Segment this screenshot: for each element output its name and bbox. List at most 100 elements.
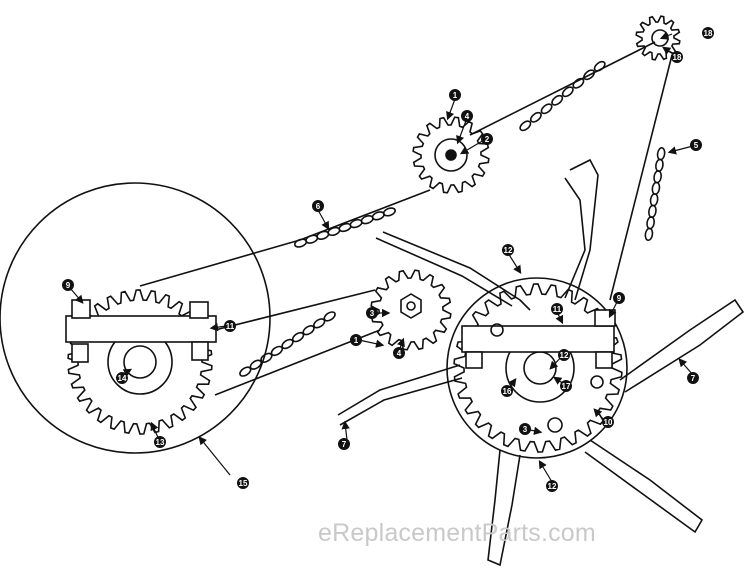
chain-link [653,170,662,184]
callout-4[interactable]: 4 [461,110,473,122]
tine-lower-right [584,439,704,534]
callout-9[interactable]: 9 [62,279,74,291]
svg-text:11: 11 [553,305,562,314]
svg-text:4: 4 [397,349,402,358]
middle-sprocket-teeth [370,269,452,351]
upper-idler-sprocket [412,116,490,194]
chain-link [583,69,596,81]
svg-text:4: 4 [465,112,470,121]
callout-7[interactable]: 7 [687,372,699,384]
upper-sprocket-teeth [412,116,490,194]
chain-link [323,311,336,322]
left-bracket-bolt-top-right [189,301,209,319]
disk-hole [590,375,604,389]
svg-text:15: 15 [239,479,248,488]
chain-link [648,204,657,219]
callout-3[interactable]: 3 [519,423,531,435]
chain-link [656,147,666,161]
callout-17[interactable]: 17 [560,380,572,392]
callout-11[interactable]: 11 [551,303,563,315]
middle-drive-sprocket [370,269,452,351]
callout-1[interactable]: 1 [449,89,461,101]
left-hub-bore [123,345,157,379]
chain-run [609,54,673,301]
callout-9[interactable]: 9 [613,292,625,304]
callout-13[interactable]: 13 [154,436,166,448]
svg-text:3: 3 [370,309,375,318]
tine-left [337,364,461,416]
disk-hole [490,323,504,337]
svg-text:18: 18 [704,29,713,38]
svg-text:7: 7 [691,374,696,383]
chain-link [572,77,585,89]
tine-upper-left-edge [375,237,513,307]
svg-text:14: 14 [118,374,127,383]
callout-14[interactable]: 14 [116,372,128,384]
svg-text:10: 10 [604,418,613,427]
callout-12[interactable]: 12 [558,349,570,361]
upper-sprocket-hub [434,138,468,172]
callout-12[interactable]: 12 [502,244,514,256]
chain-link [529,111,542,123]
chain-link [382,207,396,217]
callout-12[interactable]: 12 [546,480,558,492]
callout-18[interactable]: 18 [671,51,683,63]
svg-text:7: 7 [342,440,347,449]
callout-7[interactable]: 7 [338,438,350,450]
svg-text:2: 2 [485,135,490,144]
disk-hole [547,417,563,433]
callout-15[interactable]: 15 [237,477,249,489]
tine-bottom [487,449,521,567]
upper-sprocket-shaft [445,149,457,161]
svg-text:1: 1 [354,336,359,345]
right-mounting-bracket [461,325,615,353]
chain-link [593,60,606,72]
left-bracket-bolt-top-left [71,299,91,319]
chain-link [561,86,574,98]
tine-top [569,158,599,301]
chain-link [651,181,661,196]
part-callouts: 1 1 2 3 3 4 4 5 6 7 7 9 9 10 11 11 12 12… [62,27,714,492]
svg-text:3: 3 [523,425,528,434]
callout-1[interactable]: 1 [350,334,362,346]
chain-run [299,189,431,241]
chain-link [649,193,659,207]
svg-text:5: 5 [694,141,699,150]
chain-link [519,120,532,132]
svg-text:12: 12 [504,246,513,255]
svg-text:16: 16 [503,387,512,396]
hex-nut [400,293,422,319]
callout-5[interactable]: 5 [690,139,702,151]
callout-18[interactable]: 18 [702,27,714,39]
chain-link [655,158,664,173]
callout-3[interactable]: 3 [366,307,378,319]
chain-link [540,103,553,115]
svg-text:9: 9 [617,294,622,303]
tine-upper-left [382,231,531,311]
callout-11[interactable]: 11 [224,320,236,332]
chain-link [644,227,654,242]
top-right-sprocket-hub [651,29,669,47]
svg-text:11: 11 [226,322,235,331]
svg-text:12: 12 [560,351,569,360]
svg-text:18: 18 [673,53,682,62]
svg-text:6: 6 [316,202,321,211]
callout-16[interactable]: 16 [501,385,513,397]
tine-right [619,298,745,393]
left-bracket-bolt-bottom-left [71,343,89,363]
callout-6[interactable]: 6 [312,200,324,212]
callout-2[interactable]: 2 [481,133,493,145]
right-large-gear [453,283,623,453]
right-gear-disk [446,277,628,459]
svg-text:17: 17 [562,382,571,391]
hex-nut-bore [406,301,416,311]
chain-run [469,41,656,136]
chain-link [551,94,564,106]
callout-10[interactable]: 10 [602,416,614,428]
left-bracket-bolt-bottom-right [191,341,209,361]
large-pulley-outline [0,182,271,454]
callout-4[interactable]: 4 [393,347,405,359]
right-bracket-bolt-bottom-left [465,351,483,369]
svg-text:9: 9 [66,281,71,290]
